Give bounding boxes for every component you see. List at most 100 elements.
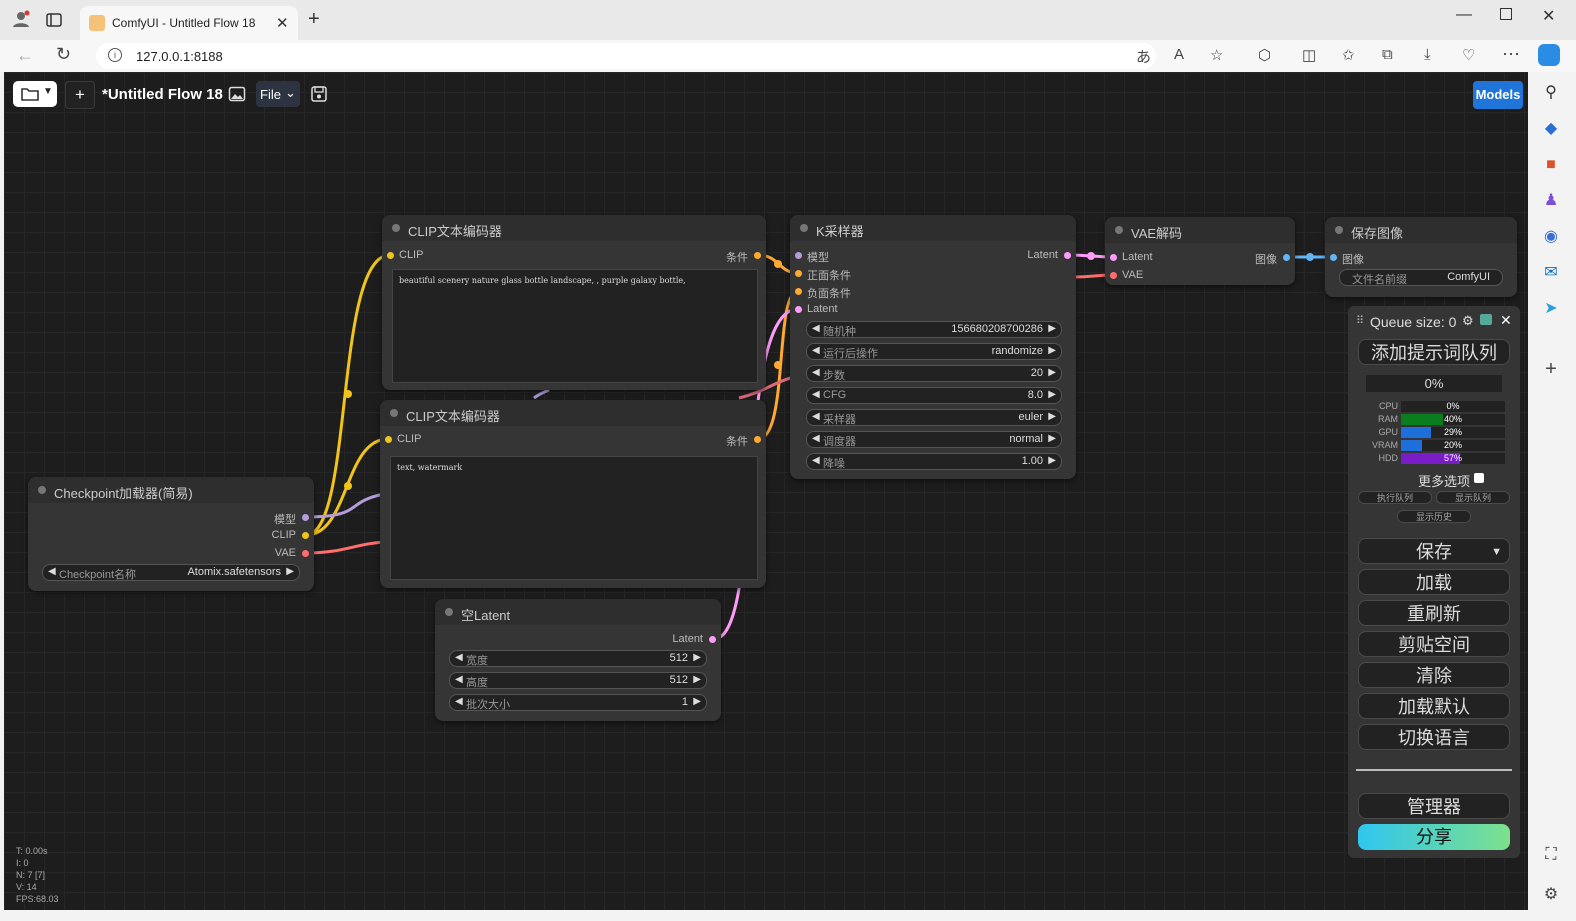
workflow-title[interactable]: *Untitled Flow 18 (102, 86, 223, 103)
outlook-icon[interactable]: ✉ (1544, 264, 1558, 281)
new-workflow-button[interactable]: + (65, 81, 95, 109)
checkpoint-loader-node[interactable]: Checkpoint加载器(简易) 模型 CLIP VAE ◀ Checkpoi… (28, 477, 314, 591)
conditioning-output-socket[interactable] (754, 252, 761, 259)
increment-arrow-icon[interactable]: ▶ (1048, 345, 1056, 356)
decrement-arrow-icon[interactable]: ◀ (812, 455, 820, 466)
tools-briefcase-icon[interactable]: ■ (1546, 156, 1556, 173)
browser-essentials-icon[interactable]: ♡ (1462, 47, 1476, 64)
collapse-dot[interactable] (392, 224, 400, 232)
increment-arrow-icon[interactable]: ▶ (1048, 455, 1056, 466)
conditioning-output-socket[interactable] (754, 436, 761, 443)
decrement-arrow-icon[interactable]: ◀ (455, 674, 463, 685)
increment-arrow-icon[interactable]: ▶ (693, 674, 701, 685)
sampler-widget[interactable]: ◀ 采样器 euler ▶ (806, 409, 1062, 426)
negative-input-socket[interactable] (795, 288, 802, 295)
profile-icon[interactable] (12, 10, 30, 32)
tab-actions-icon[interactable] (46, 12, 62, 32)
increment-arrow-icon[interactable]: ▶ (1048, 389, 1056, 400)
refresh-button[interactable]: 重刷新 (1358, 600, 1510, 626)
steps-widget[interactable]: ◀ 步数 20 ▶ (806, 365, 1062, 382)
increment-arrow-icon[interactable]: ▶ (1048, 367, 1056, 378)
node-header[interactable]: 空Latent (435, 599, 721, 625)
add-sidebar-app-icon[interactable]: + (1545, 358, 1557, 380)
increment-arrow-icon[interactable]: ▶ (1048, 411, 1056, 422)
model-output-socket[interactable] (302, 514, 309, 521)
increment-arrow-icon[interactable]: ▶ (286, 566, 294, 577)
ksampler-node[interactable]: K采样器 模型 正面条件 负面条件 Latent Latent ◀ 随机种 15… (790, 215, 1076, 479)
height-widget[interactable]: ◀ 高度 512 ▶ (449, 672, 707, 689)
save-disk-icon[interactable] (310, 85, 328, 108)
collapse-dot[interactable] (390, 409, 398, 417)
collapse-dot[interactable] (1335, 226, 1343, 234)
show-history-button[interactable]: 显示历史 (1397, 510, 1471, 523)
switch-language-button[interactable]: 切换语言 (1358, 724, 1510, 750)
control-after-generate-widget[interactable]: ◀ 运行后操作 randomize ▶ (806, 343, 1062, 360)
latent-input-socket[interactable] (1110, 254, 1117, 261)
clip-input-socket[interactable] (385, 436, 392, 443)
shopping-tag-icon[interactable]: ◆ (1544, 120, 1558, 137)
decrement-arrow-icon[interactable]: ◀ (455, 652, 463, 663)
comfy-canvas[interactable]: ▼ + *Untitled Flow 18 File ⌄ Models CLIP… (4, 72, 1528, 910)
decrement-arrow-icon[interactable]: ◀ (812, 389, 820, 400)
downloads-icon[interactable]: ⤓ (1424, 46, 1431, 63)
copilot-icon[interactable] (1538, 44, 1560, 66)
search-icon[interactable]: ⚲ (1545, 84, 1557, 101)
models-button[interactable]: Models (1473, 81, 1523, 109)
batch-size-widget[interactable]: ◀ 批次大小 1 ▶ (449, 694, 707, 711)
maximize-icon[interactable] (1500, 8, 1512, 20)
clip-input-socket[interactable] (387, 252, 394, 259)
manager-button[interactable]: 管理器 (1358, 793, 1510, 819)
positive-input-socket[interactable] (795, 270, 802, 277)
save-button[interactable]: 保存 ▼ (1358, 538, 1510, 564)
clip-text-encode-node-positive[interactable]: CLIP文本编码器 CLIP 条件 beautiful scenery natu… (382, 215, 766, 390)
screenshot-icon[interactable]: ⛶ (1545, 846, 1557, 863)
exec-queue-button[interactable]: 执行队列 (1358, 491, 1432, 504)
node-header[interactable]: K采样器 (790, 215, 1076, 241)
node-header[interactable]: VAE解码 (1105, 217, 1295, 243)
share-button[interactable]: 分享 (1358, 824, 1510, 850)
image-feed-icon[interactable] (1480, 314, 1492, 325)
prompt-textarea[interactable]: beautiful scenery nature glass bottle la… (392, 269, 758, 383)
favorites-icon[interactable]: ✩ (1342, 47, 1355, 64)
model-input-socket[interactable] (795, 252, 802, 259)
collapse-dot[interactable] (445, 608, 453, 616)
denoise-widget[interactable]: ◀ 降噪 1.00 ▶ (806, 453, 1062, 470)
decrement-arrow-icon[interactable]: ◀ (455, 696, 463, 707)
scheduler-widget[interactable]: ◀ 调度器 normal ▶ (806, 431, 1062, 448)
latent-output-socket[interactable] (1064, 252, 1071, 259)
decrement-arrow-icon[interactable]: ◀ (48, 566, 56, 577)
image-output-socket[interactable] (1283, 254, 1290, 261)
image-icon[interactable] (228, 85, 246, 108)
collapse-dot[interactable] (800, 224, 808, 232)
clear-button[interactable]: 清除 (1358, 662, 1510, 688)
clip-output-socket[interactable] (302, 532, 309, 539)
node-header[interactable]: Checkpoint加载器(简易) (28, 477, 314, 503)
decrement-arrow-icon[interactable]: ◀ (812, 433, 820, 444)
decrement-arrow-icon[interactable]: ◀ (812, 323, 820, 334)
decrement-arrow-icon[interactable]: ◀ (812, 367, 820, 378)
sidebar-settings-icon[interactable]: ⚙ (1543, 886, 1559, 903)
filename-prefix-widget[interactable]: 文件名前缀 ComfyUI (1339, 269, 1503, 286)
games-icon[interactable]: ♟ (1543, 192, 1559, 209)
read-aloud-icon[interactable]: A (1174, 46, 1185, 63)
node-header[interactable]: CLIP文本编码器 (382, 215, 766, 241)
settings-gear-icon[interactable]: ⚙ (1462, 313, 1474, 328)
collections-icon[interactable]: ⧉ (1382, 46, 1393, 63)
more-menu-icon[interactable]: ⋯ (1502, 44, 1520, 64)
clip-text-encode-node-negative[interactable]: CLIP文本编码器 CLIP 条件 text, watermark (380, 400, 766, 588)
empty-latent-node[interactable]: 空Latent Latent ◀ 宽度 512 ▶ ◀ 高度 512 ▶ ◀ 批… (435, 599, 721, 721)
close-icon[interactable]: ✕ (1500, 312, 1512, 328)
drag-handle-icon[interactable]: ⠿ (1356, 315, 1365, 327)
latent-output-socket[interactable] (709, 636, 716, 643)
decrement-arrow-icon[interactable]: ◀ (812, 411, 820, 422)
back-icon[interactable]: ← (16, 45, 34, 65)
extensions-icon[interactable]: ⬡ (1258, 47, 1272, 64)
cfg-widget[interactable]: ◀ CFG 8.0 ▶ (806, 387, 1062, 404)
width-widget[interactable]: ◀ 宽度 512 ▶ (449, 650, 707, 667)
load-button[interactable]: 加载 (1358, 569, 1510, 595)
file-menu-button[interactable]: File ⌄ (256, 81, 300, 107)
minimize-icon[interactable]: — (1456, 6, 1472, 23)
close-tab-icon[interactable]: ✕ (276, 15, 289, 32)
favorite-star-icon[interactable]: ☆ (1210, 47, 1224, 64)
increment-arrow-icon[interactable]: ▶ (1048, 323, 1056, 334)
